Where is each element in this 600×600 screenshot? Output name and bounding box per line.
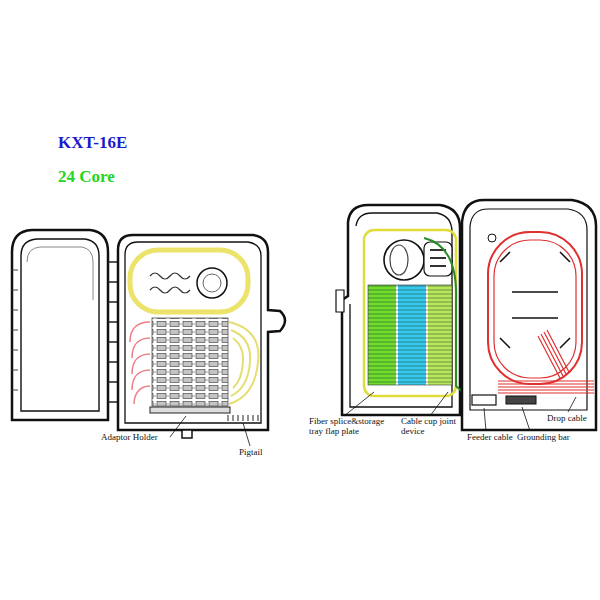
pigtail-ends <box>228 415 258 421</box>
storage-loop <box>130 250 248 312</box>
adaptor-array <box>152 318 228 406</box>
part-label: Pigtail <box>238 448 264 458</box>
base-inner-rim <box>350 213 452 407</box>
adaptor-holder <box>150 407 230 413</box>
door-outline <box>12 230 108 420</box>
fibre-clips <box>500 252 570 348</box>
pigtail-fibres <box>130 322 150 404</box>
model-title: KXT-16E <box>58 134 127 153</box>
door-screw <box>488 234 496 242</box>
leader-line <box>243 423 250 446</box>
joint-block <box>424 242 452 276</box>
leader-line <box>344 392 374 416</box>
drop-bundle <box>538 330 569 378</box>
leader-line <box>430 392 448 416</box>
part-label: Adaptor Holder <box>100 433 159 443</box>
tray-hatching <box>368 285 452 385</box>
feeder-gland <box>472 395 496 405</box>
cable-port <box>197 268 227 298</box>
door-outline <box>462 200 596 430</box>
door-ribs <box>12 270 18 390</box>
mount-ear <box>336 290 344 312</box>
grounding-bar <box>506 396 536 404</box>
lock-tab <box>182 430 192 438</box>
hinge <box>108 262 118 402</box>
leader-line <box>522 407 530 431</box>
base-outline <box>342 205 460 415</box>
leader-line <box>170 416 186 437</box>
splice-coils <box>150 273 190 293</box>
door-inner-rim <box>470 209 587 410</box>
part-label: Fiber splice&storage tray flap plate <box>308 417 400 437</box>
housing-inner-rim <box>125 242 261 423</box>
part-label: Grounding bar <box>516 433 571 443</box>
part-label: Feeder cable <box>466 433 514 443</box>
cable-port-inner <box>203 274 221 292</box>
leader-line <box>568 397 576 412</box>
fibre-arcs <box>229 322 258 404</box>
cable-cup-inner <box>390 245 408 275</box>
drop-loop <box>488 232 582 384</box>
part-label: Drop cable <box>546 414 588 424</box>
joint-slots <box>430 250 446 266</box>
drop-cables <box>498 381 594 393</box>
tray-frame <box>364 230 456 396</box>
cable-cup <box>384 240 424 280</box>
door-shading <box>27 247 93 300</box>
door-inner-rim <box>21 239 99 411</box>
housing-outline <box>118 235 285 430</box>
drop-loop-inner <box>494 240 576 378</box>
core-count: 24 Core <box>58 168 115 187</box>
leader-line <box>484 408 486 431</box>
part-label: Cable cup joint device <box>400 417 458 437</box>
